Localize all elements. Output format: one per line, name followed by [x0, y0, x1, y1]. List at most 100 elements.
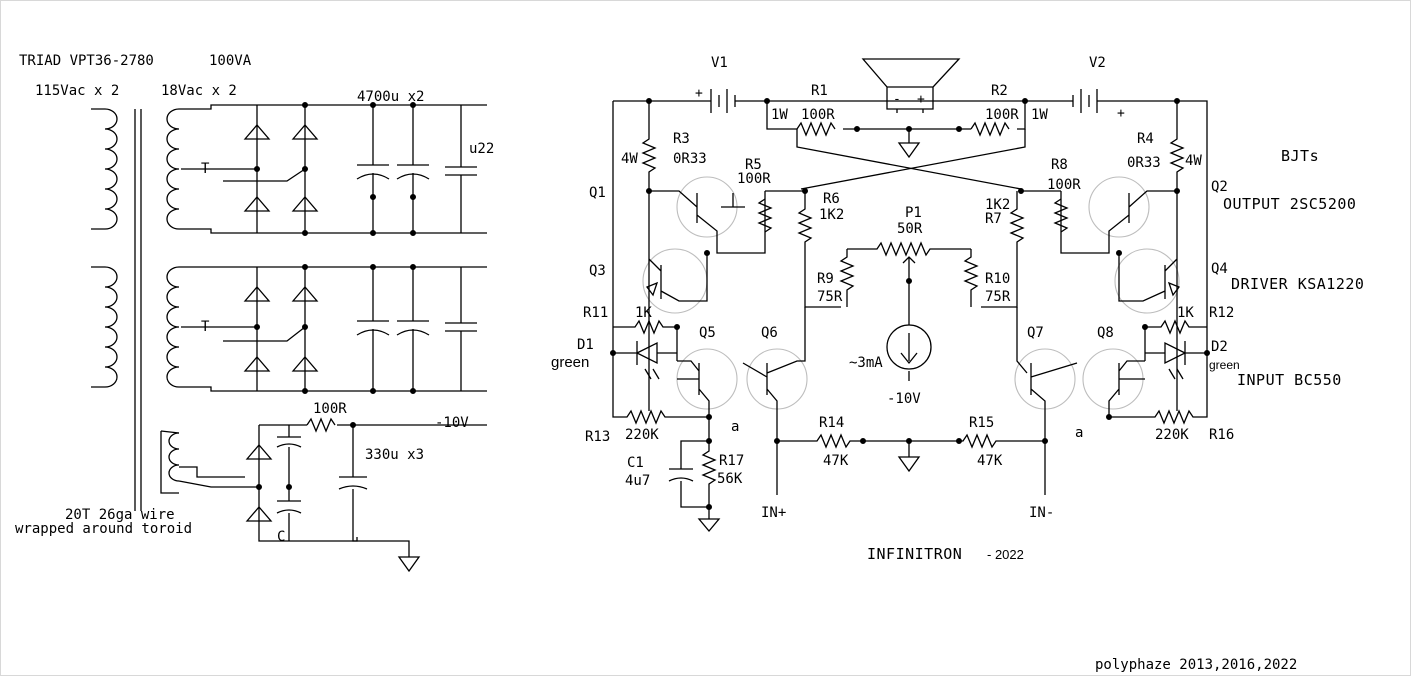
r10-value: 75R	[985, 289, 1011, 305]
r9-value: 75R	[817, 289, 843, 305]
d1-label: D1	[577, 337, 594, 353]
filter-caps-bottom	[302, 264, 477, 394]
p1-value: 50R	[897, 221, 923, 237]
r2-watt: 1W	[1031, 107, 1048, 123]
current-source	[886, 265, 932, 381]
r14-value: 47K	[823, 453, 849, 469]
r4-watt: 4W	[1185, 153, 1202, 169]
primary-coil-top	[91, 108, 118, 230]
r1-label: R1	[811, 83, 828, 99]
r15-label: R15	[969, 415, 994, 431]
transformer-core	[134, 109, 142, 511]
filter-caps-top	[302, 102, 477, 236]
r11-value: 1K	[635, 305, 652, 321]
bias-resistor-label: 100R	[313, 401, 347, 417]
winding-note-2: wrapped around toroid	[15, 521, 192, 537]
bias-voltage-label: -10V	[435, 415, 469, 431]
current-value: ~3mA	[849, 355, 883, 371]
r13-label: R13	[585, 429, 610, 445]
cap-bank-label: 4700u x2	[357, 89, 424, 105]
r2-label: R2	[991, 83, 1008, 99]
t-label-bottom: T	[201, 319, 210, 335]
q1-label: Q1	[589, 185, 606, 201]
d1-color: green	[551, 354, 589, 371]
r2-value: 100R	[985, 107, 1019, 123]
v1-plus: +	[695, 86, 703, 101]
q5-label: Q5	[699, 325, 716, 341]
bias-supply	[160, 417, 487, 573]
bias-cap-label: 330u x3	[365, 447, 424, 463]
r1-value: 100R	[801, 107, 835, 123]
v2-label: V2	[1089, 55, 1106, 71]
t-label-top: T	[201, 161, 210, 177]
r10-label: R10	[985, 271, 1010, 287]
v1-label: V1	[711, 55, 728, 71]
d2-color: green	[1209, 358, 1240, 372]
legend-driver: DRIVER KSA1220	[1231, 275, 1364, 293]
r11-label: R11	[583, 305, 608, 321]
winding-note-1: 20T 26ga wire	[65, 507, 175, 523]
q3-label: Q3	[589, 263, 606, 279]
primary-coil-bottom	[91, 266, 118, 388]
circuit-year: - 2022	[987, 547, 1024, 562]
battery-v1	[701, 89, 751, 113]
secondary-coil-bottom	[166, 266, 487, 392]
power-rating: 100VA	[209, 53, 252, 69]
c1-value: 4u7	[625, 473, 650, 489]
r6-value: 1K2	[819, 207, 844, 223]
transistor-q2	[1060, 176, 1177, 254]
speaker-minus: -	[893, 92, 901, 107]
q8-label: Q8	[1097, 325, 1114, 341]
neg-supply-label: -10V	[887, 391, 921, 407]
battery-v2	[1061, 89, 1111, 113]
r12-label: R12	[1209, 305, 1234, 321]
node-a-right: a	[1075, 425, 1083, 441]
transformer-spec: TRIAD VPT36-2780	[19, 53, 154, 69]
r4-label: R4	[1137, 131, 1154, 147]
q6-label: Q6	[761, 325, 778, 341]
node-a-left: a	[731, 419, 739, 435]
in-plus-label: IN+	[761, 505, 786, 521]
legend-output: OUTPUT 2SC5200	[1223, 195, 1356, 213]
r14-label: R14	[819, 415, 844, 431]
bridge-rectifier-top	[223, 105, 319, 233]
r3-value: 0R33	[673, 151, 707, 167]
secondary-coil-top	[166, 104, 487, 234]
r8-value: 100R	[1047, 177, 1081, 193]
transistor-q5	[676, 348, 738, 417]
amplifier-section: V1 V2 + + - + R1 R2 100R 100R 1W 1W R3 0…	[551, 55, 1240, 533]
q2-label: Q2	[1211, 179, 1228, 195]
in-minus-label: IN-	[1029, 505, 1054, 521]
r8-label: R8	[1051, 157, 1068, 173]
power-supply-section: TRIAD VPT36-2780 100VA 115Vac x 2 18Vac …	[15, 53, 494, 573]
circuit-title: INFINITRON	[867, 545, 962, 563]
secondary-label: 18Vac x 2	[161, 83, 237, 99]
primary-label: 115Vac x 2	[35, 83, 119, 99]
transistor-q8	[1082, 348, 1145, 417]
r13-value: 220K	[625, 427, 659, 443]
r9-label: R9	[817, 271, 834, 287]
r15-value: 47K	[977, 453, 1003, 469]
legend-input: INPUT BC550	[1237, 371, 1342, 389]
r16-value: 220K	[1155, 427, 1189, 443]
author-credit: polyphaze 2013,2016,2022	[1095, 657, 1297, 673]
r12-value: 1K	[1177, 305, 1194, 321]
c1-label: C1	[627, 455, 644, 471]
r5-value: 100R	[737, 171, 771, 187]
q4-label: Q4	[1211, 261, 1228, 277]
v2-plus: +	[1117, 106, 1125, 121]
transistor-q7	[1014, 307, 1078, 441]
r3-label: R3	[673, 131, 690, 147]
r4-value: 0R33	[1127, 155, 1161, 171]
c-label: C	[277, 529, 285, 545]
transistor-q3	[642, 191, 708, 411]
speaker	[861, 58, 961, 113]
transistor-q6	[742, 307, 808, 441]
speaker-plus: +	[917, 92, 925, 107]
r6-label: R6	[823, 191, 840, 207]
q7-label: Q7	[1027, 325, 1044, 341]
parts-legend: BJTs OUTPUT 2SC5200 DRIVER KSA1220 INPUT…	[1223, 147, 1364, 389]
transistor-q4	[1114, 191, 1181, 411]
